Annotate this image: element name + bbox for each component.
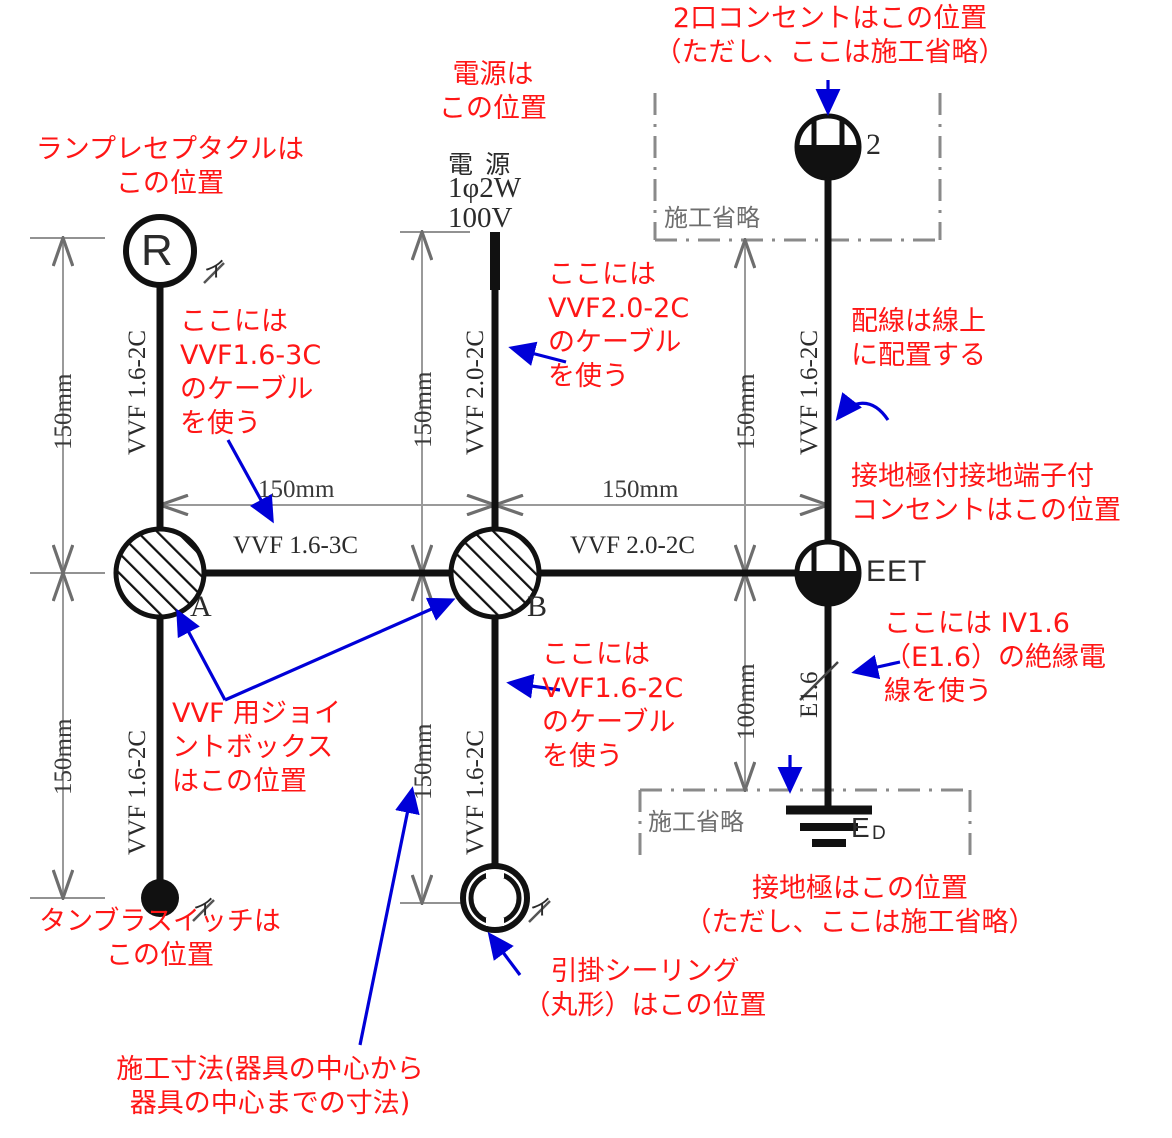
dimension-center-lower xyxy=(400,573,470,903)
dimension-label-center-lower: 150mm xyxy=(410,723,437,800)
annotation-joint-box: VVF 用ジョイ ントボックス はこの位置 xyxy=(172,698,342,798)
omit-box-top xyxy=(653,93,942,242)
dimension-label-right-upper: 150mm xyxy=(733,373,760,450)
lamp-receptacle-symbol xyxy=(123,214,197,288)
annotation-power-source: 電源は この位置 xyxy=(439,59,547,125)
cable-label-right-bottom: E1.6 xyxy=(796,671,823,718)
leader-ceiling-rosette xyxy=(487,931,522,976)
cable-label-horizontal-left: VVF 1.6-3C xyxy=(233,532,359,559)
annotation-wiring-on-line: 配線は線上 に配置する xyxy=(851,306,986,372)
leader-jbox-b xyxy=(224,597,456,702)
joint-box-b-symbol xyxy=(448,526,542,620)
annotation-iv16: ここには IV1.6 （E1.6）の絶縁電 線を使う xyxy=(884,608,1106,708)
leader-iv16 xyxy=(851,654,901,680)
dimension-left-lower xyxy=(30,573,105,898)
dimension-label-right-lower: 100mm xyxy=(733,663,760,740)
dimension-label-left-upper: 150mm xyxy=(50,373,77,450)
dimension-label-horizontal-right: 150mm xyxy=(602,476,679,503)
lamp-receptacle-mark: イ xyxy=(204,257,227,282)
annotation-lamp-receptacle: ランプレセプタクルは この位置 xyxy=(35,134,305,200)
annotation-two-outlet: 2口コンセントはこの位置 （ただし、ここは施工省略） xyxy=(654,3,1006,69)
ground-label-sub: D xyxy=(872,823,886,844)
joint-box-a-symbol xyxy=(113,526,207,620)
ceiling-rosette-symbol xyxy=(460,863,530,933)
outlet-two-symbol xyxy=(794,113,862,181)
omit-label-bottom: 施工省略 xyxy=(648,810,744,836)
annotation-cable-202c: ここには VVF2.0-2C のケーブル を使う xyxy=(548,259,690,393)
ground-label: E xyxy=(851,812,870,843)
cable-label-left-top: VVF 1.6-2C xyxy=(124,329,151,455)
cable-label-right-top: VVF 1.6-2C xyxy=(796,329,823,455)
omit-label-top: 施工省略 xyxy=(664,206,760,232)
annotation-ceiling-rosette: 引掛シーリング （丸形）はこの位置 xyxy=(523,956,767,1022)
cable-label-left-bottom: VVF 1.6-2C xyxy=(124,729,151,855)
annotation-ground-electrode: 接地極はこの位置 （ただし、ここは施工省略） xyxy=(684,873,1036,939)
annotation-cable-162c: ここには VVF1.6-2C のケーブル を使う xyxy=(542,639,684,773)
cable-label-center-top: VVF 2.0-2C xyxy=(462,329,489,455)
annotation-construction-dimension: 施工寸法(器具の中心から 器具の中心までの寸法) xyxy=(116,1054,424,1120)
source-label-line1: 電 源 xyxy=(448,152,514,179)
outlet-two-label: 2 xyxy=(866,128,881,161)
leader-jbox-a xyxy=(176,608,227,701)
leader-cable-163c xyxy=(226,439,274,524)
joint-box-b-label: B xyxy=(527,590,548,623)
switch-mark-leader xyxy=(192,899,215,922)
e16-slash-tick xyxy=(799,661,839,701)
cable-label-horizontal-right: VVF 2.0-2C xyxy=(570,532,696,559)
switch-mark: イ xyxy=(193,895,216,920)
lamp-receptacle-letter: R xyxy=(141,226,173,275)
leader-cable-162c xyxy=(506,673,561,699)
leader-cable-202c xyxy=(508,341,567,366)
ceiling-mark: イ xyxy=(530,895,553,920)
joint-box-a-label: A xyxy=(190,590,212,623)
omit-box-bottom xyxy=(638,788,972,862)
leader-wiring-on-line xyxy=(835,392,890,422)
eet-label: EET xyxy=(866,555,928,588)
annotation-cable-163c: ここには VVF1.6-3C のケーブル を使う xyxy=(180,306,322,440)
eet-outlet-symbol xyxy=(794,539,862,607)
tumbler-switch-symbol xyxy=(141,879,179,917)
ceiling-mark-leader xyxy=(528,900,551,923)
annotation-tumbler-switch: タンブラスイッチは この位置 xyxy=(39,906,281,972)
leader-construction-dim xyxy=(358,786,420,1046)
dimension-label-horizontal-left: 150mm xyxy=(258,476,335,503)
dimension-label-center-upper: 150mm xyxy=(410,371,437,448)
lamp-mark-leader xyxy=(203,262,225,284)
cable-label-center-bottom: VVF 1.6-2C xyxy=(462,729,489,855)
leader-lines xyxy=(176,80,901,1046)
ground-electrode-symbol xyxy=(786,805,872,847)
source-label-line2: 1φ2W xyxy=(448,172,522,204)
dimension-center-upper xyxy=(400,232,470,573)
annotation-eet-outlet: 接地極付接地端子付 コンセントはこの位置 xyxy=(851,461,1121,527)
source-label-line3: 100V xyxy=(448,202,513,234)
dimension-label-left-lower: 150mm xyxy=(50,718,77,795)
